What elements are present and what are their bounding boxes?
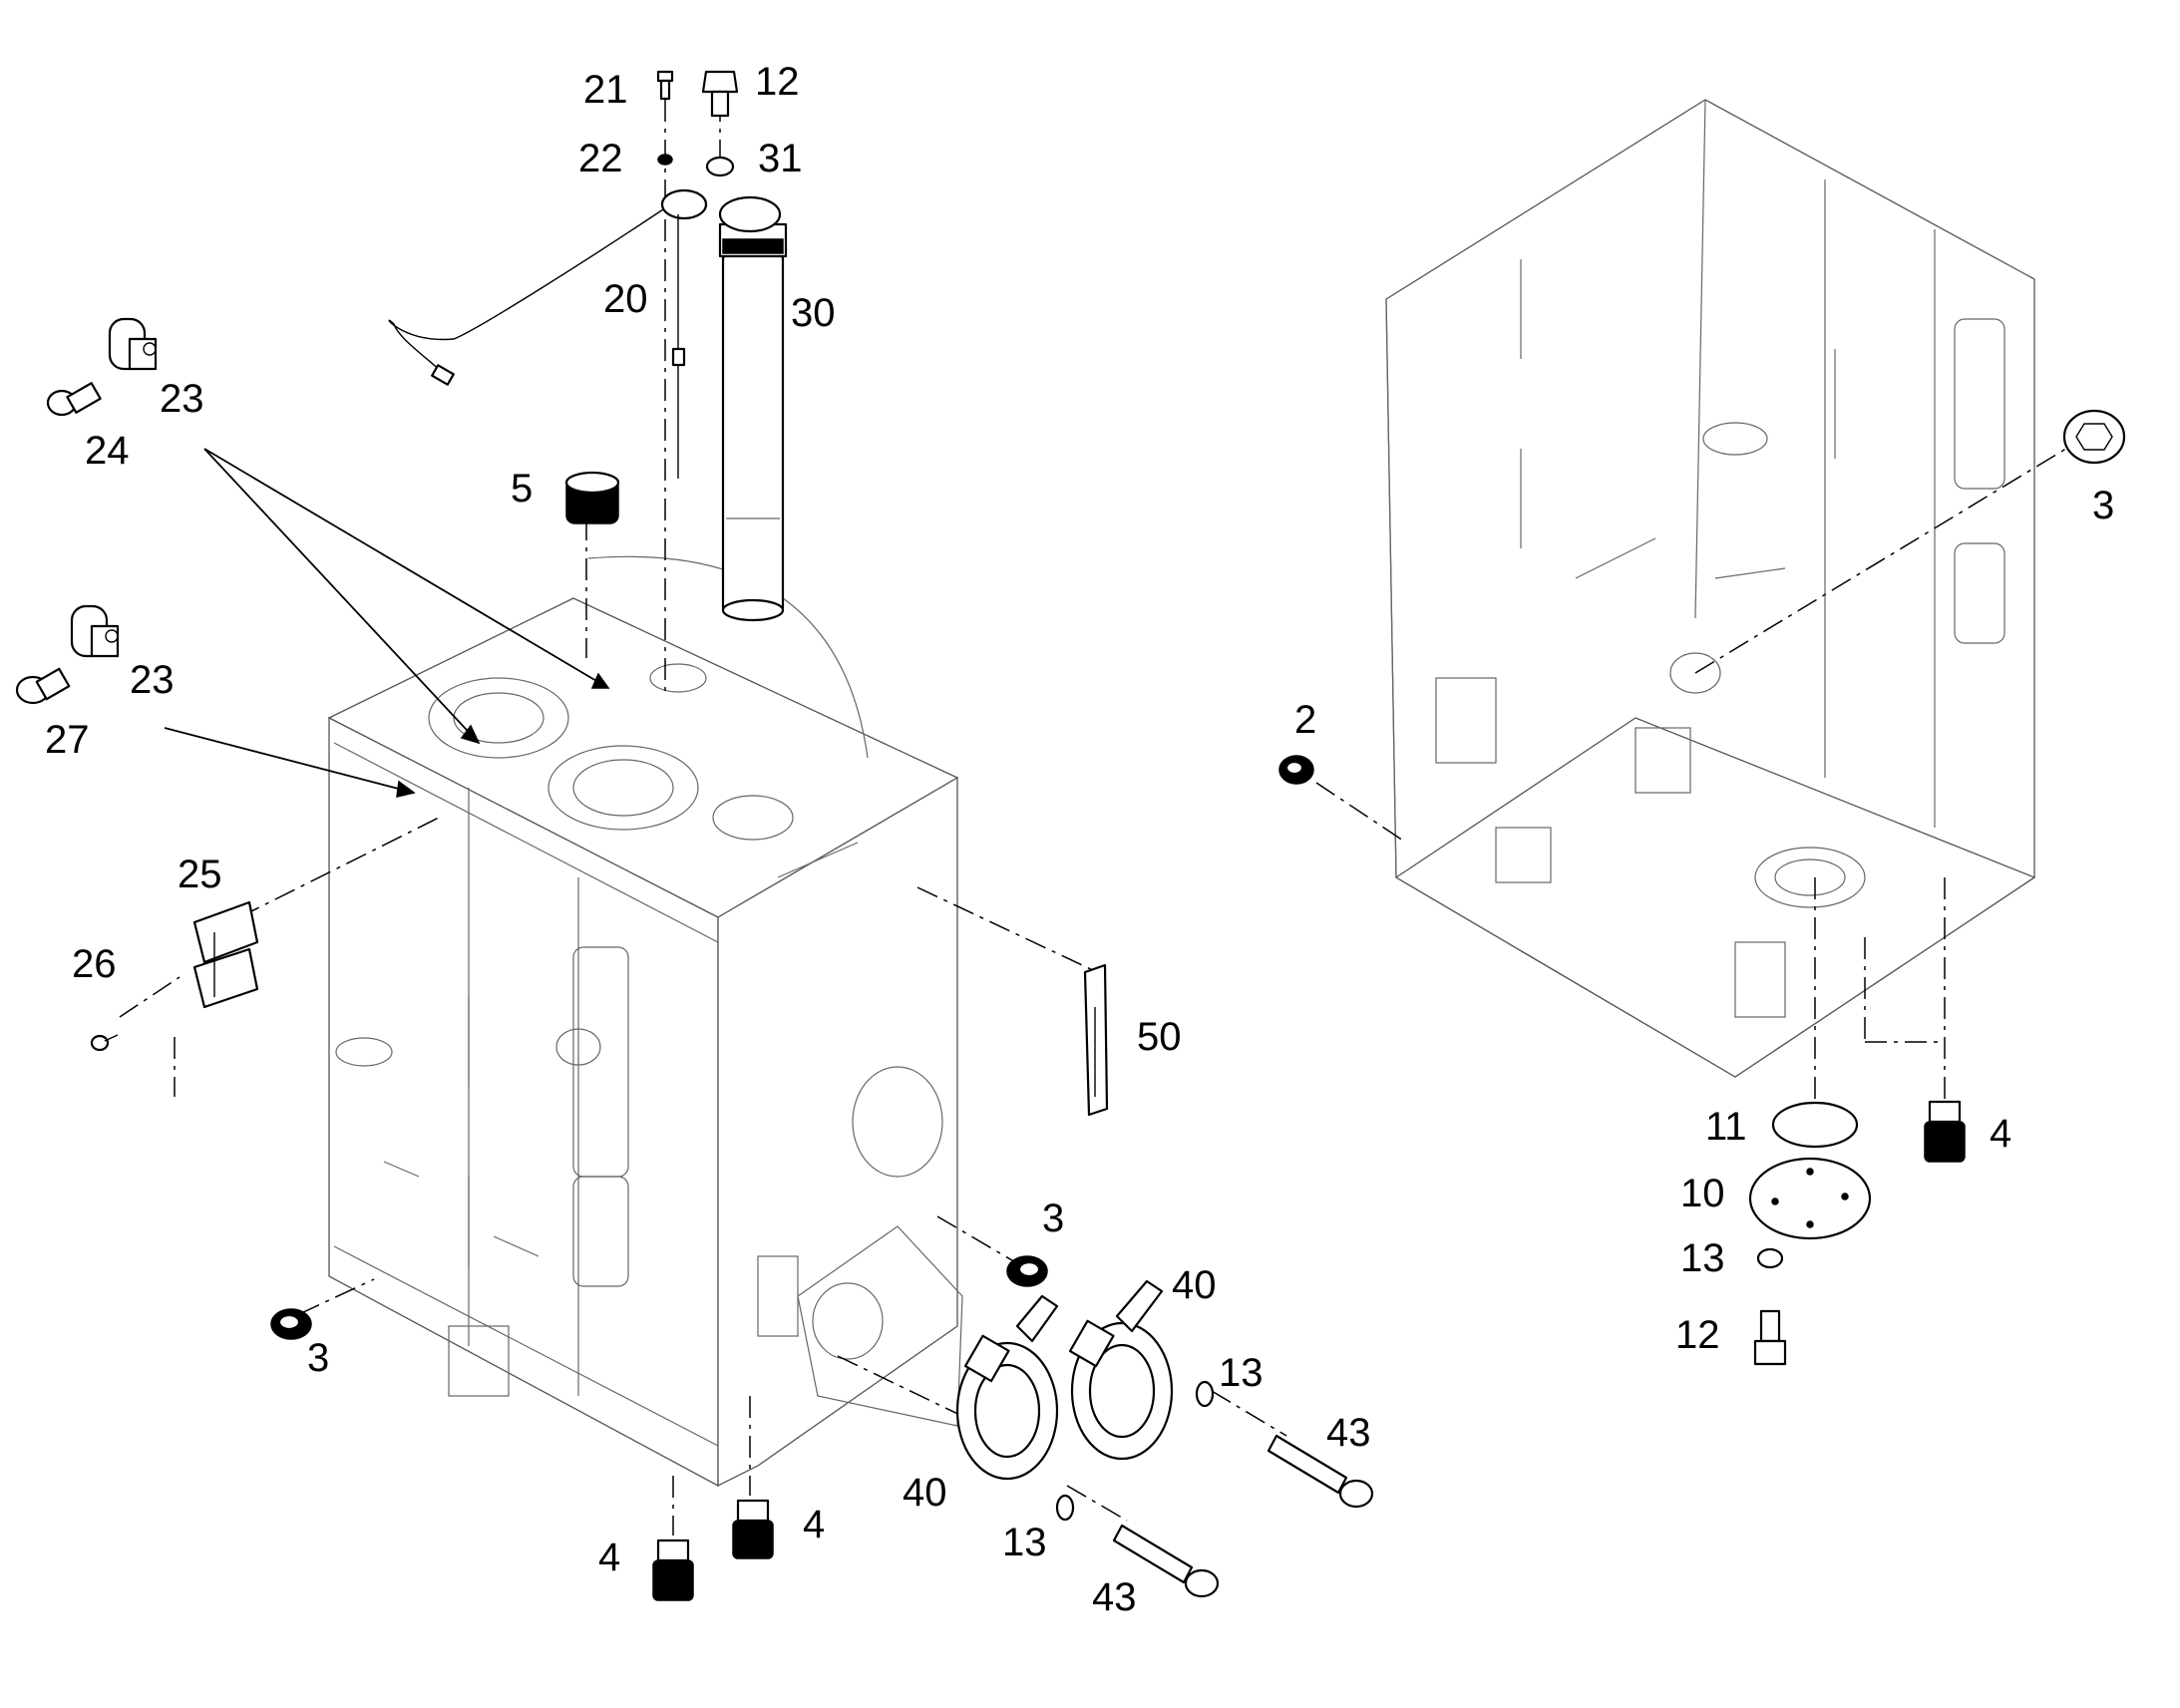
part-12-bolt-right — [1753, 1309, 1787, 1366]
main-housing-right — [1385, 99, 2036, 1078]
callout-26: 26 — [72, 942, 117, 986]
callout-25: 25 — [178, 853, 222, 896]
part-23-clamp-upper — [108, 317, 158, 371]
callout-31: 31 — [758, 137, 803, 180]
part-12-bolt-top — [701, 70, 739, 118]
callout-3-left: 3 — [307, 1336, 329, 1380]
assembly-lines-right — [1315, 443, 2075, 1102]
callout-12-right: 12 — [1675, 1313, 1720, 1357]
callout-40-b: 40 — [1172, 1263, 1217, 1307]
callout-labels: 21 12 22 31 20 30 23 24 5 23 27 25 26 50… — [45, 60, 2114, 1619]
part-43-bolt-a — [1267, 1434, 1374, 1509]
callout-4-a: 4 — [598, 1536, 620, 1579]
part-26-screw — [90, 1034, 119, 1052]
callout-22: 22 — [578, 137, 623, 180]
part-43-bolt-b — [1112, 1524, 1220, 1598]
main-housing-left — [327, 555, 963, 1488]
callout-40-a: 40 — [903, 1471, 947, 1515]
callout-13-b: 13 — [1002, 1521, 1047, 1564]
part-30-filter — [718, 195, 788, 622]
callout-2: 2 — [1294, 698, 1316, 742]
part-21-screw — [656, 70, 674, 101]
callout-4-right: 4 — [1990, 1112, 2011, 1156]
callout-3-right: 3 — [2092, 484, 2114, 527]
part-11-o-ring — [1771, 1101, 1859, 1149]
part-23-clamp-lower — [70, 604, 120, 658]
part-13-washer-b — [1055, 1494, 1075, 1522]
callout-20: 20 — [603, 277, 648, 321]
callout-11: 11 — [1705, 1105, 1747, 1149]
part-4-plug-a — [652, 1538, 694, 1601]
callout-3-mid: 3 — [1042, 1196, 1064, 1240]
part-24-screw — [46, 382, 102, 417]
part-3-plug-mid — [1006, 1255, 1048, 1287]
part-13-washer-right — [1756, 1247, 1784, 1269]
part-13-washer-a — [1195, 1380, 1215, 1408]
part-4-plug-b — [732, 1499, 774, 1559]
part-5-cap — [564, 471, 620, 524]
callout-4-b: 4 — [803, 1503, 825, 1546]
part-25-bracket — [192, 900, 259, 1009]
leader-arrows — [164, 448, 610, 798]
callout-13-right: 13 — [1680, 1236, 1725, 1280]
callout-13-a: 13 — [1219, 1351, 1264, 1395]
part-27-screw — [15, 667, 71, 705]
callout-43-a: 43 — [1326, 1411, 1371, 1455]
part-2-plug — [1278, 755, 1314, 785]
callout-27: 27 — [45, 718, 90, 762]
callout-50: 50 — [1137, 1015, 1182, 1059]
part-3-plug-left — [270, 1308, 312, 1340]
callout-43-b: 43 — [1092, 1575, 1137, 1619]
part-20-level-sensor — [388, 188, 708, 479]
callout-12-top: 12 — [755, 60, 800, 104]
callout-10: 10 — [1680, 1172, 1725, 1215]
part-50-strip — [1083, 963, 1109, 1117]
callout-30: 30 — [791, 291, 836, 335]
callout-23-upper: 23 — [160, 377, 204, 421]
callout-23-lower: 23 — [130, 658, 175, 702]
part-40-flange-b — [1068, 1279, 1174, 1461]
callout-5: 5 — [511, 467, 533, 511]
part-4-plug-right — [1924, 1100, 1966, 1163]
part-3-plug-right — [2062, 409, 2126, 465]
part-22-washer — [657, 154, 673, 166]
part-10-cover — [1748, 1157, 1872, 1240]
callout-24: 24 — [85, 429, 130, 473]
part-40-flange-a — [955, 1294, 1059, 1481]
callout-21: 21 — [583, 68, 628, 112]
part-31-washer — [705, 156, 735, 177]
